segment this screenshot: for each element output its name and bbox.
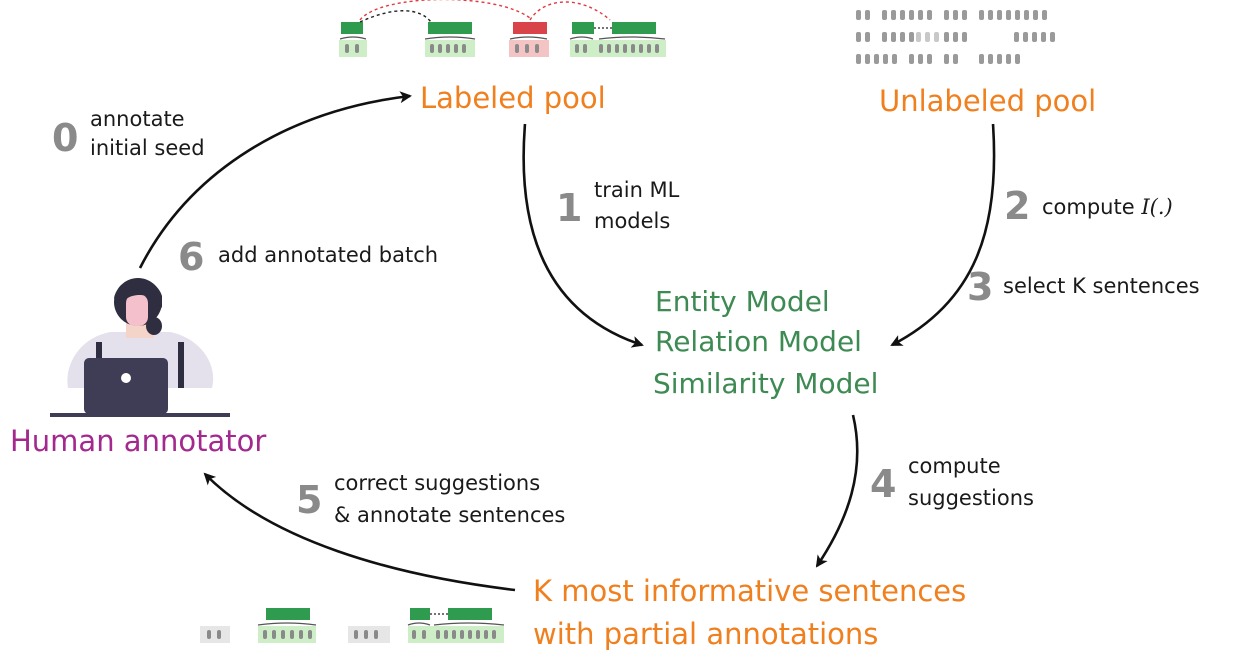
arrow-compute-suggestions [815, 414, 859, 568]
step-5-line2: & annotate sentences [334, 503, 566, 527]
partial-annotation-icon [200, 608, 505, 643]
arrow-select-sentences [890, 123, 996, 347]
step-3-label: select K sentences [1003, 274, 1200, 298]
relation-model-label: Relation Model [655, 325, 862, 358]
step-3-number: 3 [967, 265, 994, 309]
arrow-correct-annotate [203, 472, 516, 592]
step-5-number: 5 [296, 478, 323, 522]
step-0-number: 0 [52, 116, 79, 160]
k-sentences-label-line1: K most informative sentences [533, 574, 967, 608]
step-0-line1: annotate [90, 107, 185, 131]
step-2-number: 2 [1004, 184, 1031, 228]
step-5-line1: correct suggestions [334, 471, 541, 495]
human-annotator-label: Human annotator [10, 424, 267, 458]
person-at-laptop-icon [50, 278, 230, 417]
similarity-model-label: Similarity Model [653, 367, 879, 400]
step-4-line1: compute [908, 454, 1001, 478]
labeled-pool-label: Labeled pool [420, 81, 606, 115]
unlabeled-pool-label: Unlabeled pool [879, 84, 1097, 118]
unlabeled-text-icon [856, 10, 1055, 64]
step-1-line1: train ML [594, 178, 680, 202]
entity-model-label: Entity Model [655, 285, 830, 318]
labeled-sentence-icon [339, 0, 666, 57]
arrow-train-models [522, 123, 644, 348]
step-6-number: 6 [178, 235, 205, 279]
arrow-annotate-seed [138, 91, 412, 269]
step-6-label: add annotated batch [218, 243, 439, 267]
step-2-text: compute [1042, 195, 1135, 219]
step-1-number: 1 [556, 186, 583, 230]
step-2-formula: I(.) [1141, 195, 1173, 219]
step-0-line2: initial seed [90, 136, 205, 160]
step-2-label: compute I(.) [1042, 193, 1173, 222]
step-4-number: 4 [870, 462, 897, 506]
k-sentences-label-line2: with partial annotations [533, 617, 879, 651]
step-4-line2: suggestions [908, 486, 1034, 510]
step-1-line2: models [594, 209, 671, 233]
